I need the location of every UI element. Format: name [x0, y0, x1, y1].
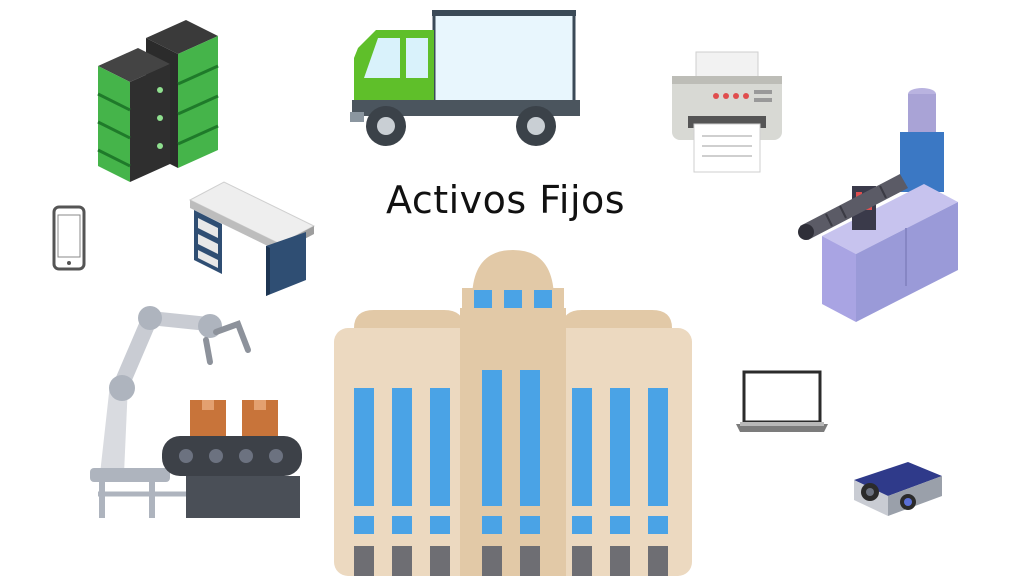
page-title: Activos Fijos [386, 178, 626, 222]
robot-arm-conveyor-icon [88, 304, 304, 522]
laptop-icon [734, 370, 830, 434]
injection-molding-machine-icon [796, 86, 962, 324]
truck-icon [350, 8, 585, 150]
printer-icon [668, 50, 786, 174]
office-building-icon [334, 248, 692, 576]
office-desk-icon [186, 180, 318, 298]
projector-icon [850, 458, 946, 522]
server-rack-icon [96, 18, 226, 186]
smartphone-icon [52, 205, 88, 271]
